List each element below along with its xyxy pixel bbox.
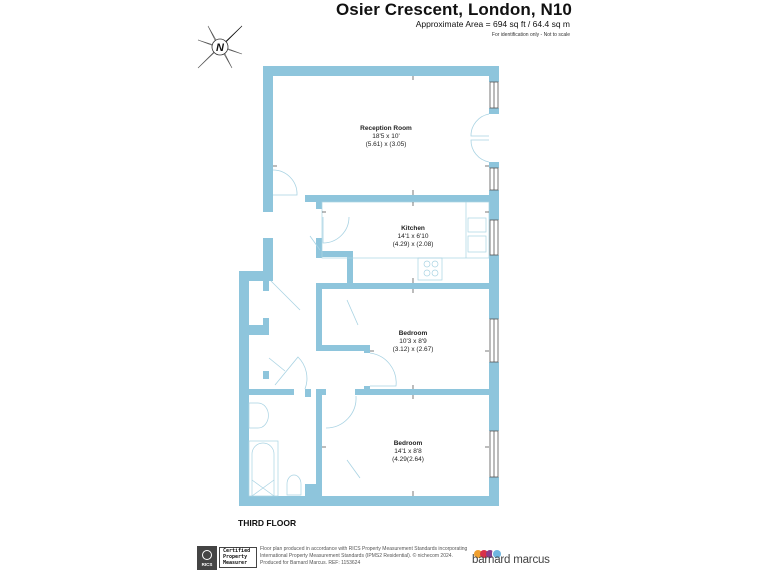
rics-certification: RICS Certified Property Measurer (197, 546, 260, 570)
brand-logo: barnard marcus (472, 545, 562, 571)
room-reception: Reception Room 18'5 x 10' (5.61) x (3.05… (360, 125, 412, 148)
rics-logo-icon: RICS (197, 546, 217, 570)
brand-name: barnard marcus (472, 554, 550, 566)
floor-label: THIRD FLOOR (238, 518, 297, 528)
approximate-area: Approximate Area = 694 sq ft / 64.4 sq m (415, 19, 570, 29)
room-bedroom-2: Bedroom 14'1 x 8'8 (4.29(2.64) (392, 440, 424, 463)
windows (489, 81, 499, 478)
property-title: Osier Crescent, London, N10 (335, 0, 572, 19)
brand-dots-icon (474, 545, 501, 558)
rics-certified-text: Certified Property Measurer (219, 547, 257, 568)
door-swings (268, 113, 490, 479)
dimension-markers (273, 76, 489, 496)
scale-note: For identification only - Not to scale (491, 32, 570, 38)
disclaimer: Floor plan produced in accordance with R… (260, 546, 468, 566)
fixtures (248, 201, 490, 497)
walls (239, 66, 499, 506)
room-bedroom-1: Bedroom 10'3 x 8'9 (3.12) x (2.67) (392, 330, 434, 353)
north-arrow-icon: N (197, 25, 243, 69)
room-kitchen: Kitchen 14'1 x 6'10 (4.29) x (2.08) (392, 225, 434, 248)
compass-n-label: N (216, 42, 225, 54)
